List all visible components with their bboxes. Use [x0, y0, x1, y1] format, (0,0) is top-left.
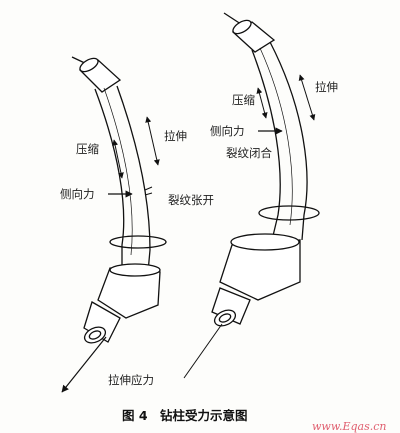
left-compression-arrow	[112, 139, 124, 179]
right-bottom-line	[183, 323, 223, 379]
left-pipe-outer	[94, 88, 125, 272]
right-crack-closed-label: 裂纹闭合	[226, 146, 272, 160]
right-lateral-force-label: 侧向力	[210, 124, 245, 138]
left-tensile-arrow	[61, 336, 107, 393]
right-ring	[258, 205, 320, 221]
right-compression-arrow	[256, 87, 268, 119]
left-ring	[109, 235, 167, 249]
right-pipe-outer	[251, 49, 281, 241]
right-compression-label: 压缩	[232, 93, 255, 107]
figure-caption: 图 4 钻柱受力示意图	[122, 408, 248, 423]
left-crack	[144, 186, 153, 196]
left-lateral-force-label: 侧向力	[60, 187, 95, 201]
right-drill-string	[183, 12, 320, 379]
left-drill-string	[61, 56, 167, 393]
right-pipe-inner	[269, 41, 308, 241]
left-pipe-inner	[116, 85, 151, 273]
right-tension-arrow	[298, 74, 316, 121]
left-compression-label: 压缩	[76, 142, 99, 156]
left-tension-label: 拉伸	[164, 129, 187, 143]
watermark: www.Eqas.cn	[312, 420, 386, 433]
right-tension-label: 拉伸	[315, 80, 338, 94]
left-tension-arrow	[145, 116, 160, 166]
left-crack-open-label: 裂纹张开	[168, 193, 214, 207]
left-tensile-stress-label: 拉伸应力	[108, 373, 154, 387]
